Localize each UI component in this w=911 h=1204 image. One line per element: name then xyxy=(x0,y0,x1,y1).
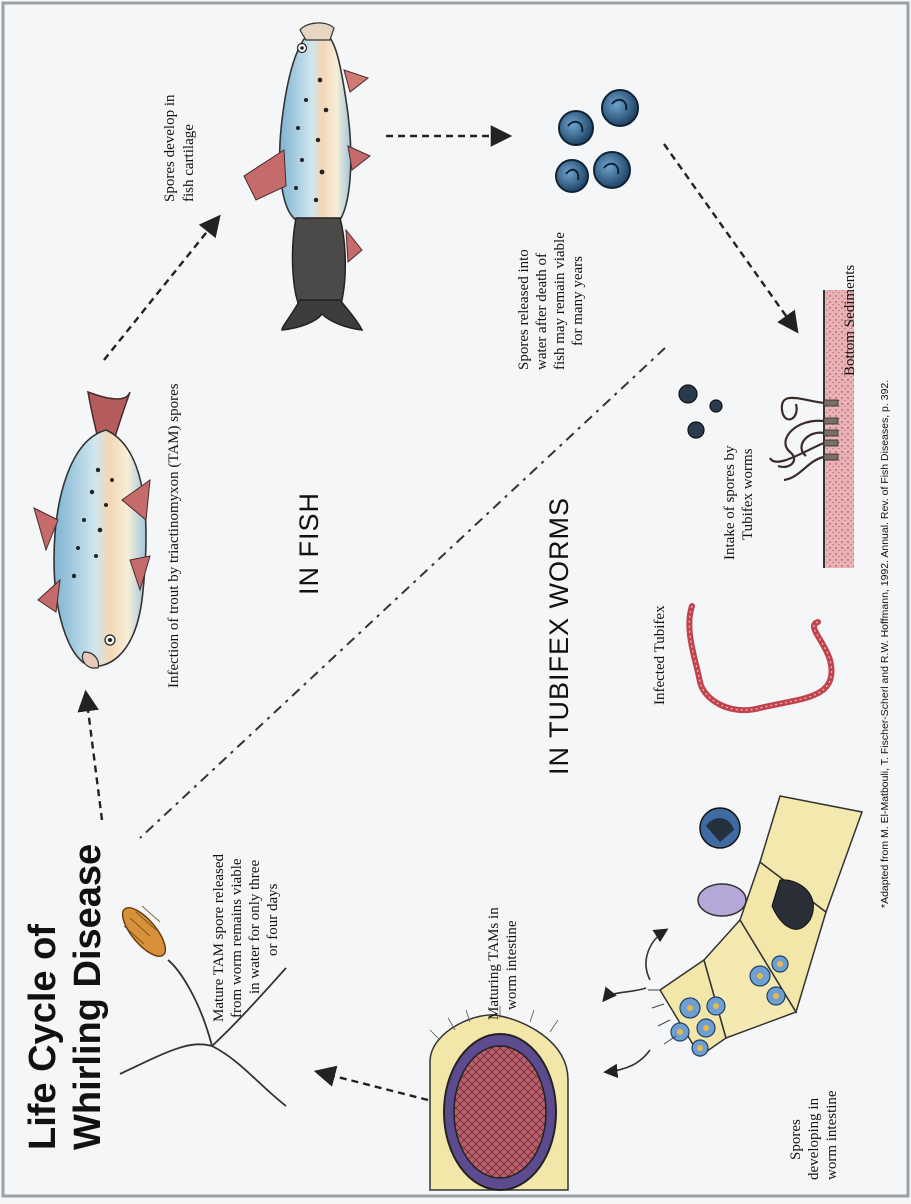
svg-text:Mature TAM spore released: Mature TAM spore released xyxy=(211,853,227,1022)
title-line-2: Whirling Disease xyxy=(67,844,109,1150)
svg-text:for many years: for many years xyxy=(570,256,586,346)
svg-text:worm intestine: worm intestine xyxy=(504,920,520,1010)
svg-text:Intake of spores by: Intake of spores by xyxy=(722,445,738,560)
region-label-fish: IN FISH xyxy=(294,492,324,595)
svg-text:fish may remain viable: fish may remain viable xyxy=(552,232,568,370)
label-infection: Infection of trout by triactinomyxon (TA… xyxy=(166,383,182,688)
svg-text:Spores released into: Spores released into xyxy=(516,249,532,370)
svg-text:or four days: or four days xyxy=(265,883,281,956)
svg-text:fish cartilage: fish cartilage xyxy=(181,124,197,202)
region-label-worms: IN TUBIFEX WORMS xyxy=(544,497,574,775)
svg-text:Maturing TAMs in: Maturing TAMs in xyxy=(486,907,502,1020)
svg-text:Spores: Spores xyxy=(788,1119,804,1160)
svg-text:from worm remains viable: from worm remains viable xyxy=(229,858,245,1018)
svg-text:worm intestine: worm intestine xyxy=(824,1090,840,1180)
title-line-1: Life Cycle of xyxy=(22,924,64,1150)
svg-text:Spores develop in: Spores develop in xyxy=(162,94,178,202)
svg-text:in water for only three: in water for only three xyxy=(247,860,263,994)
label-bottom-sediments: Bottom Sediments xyxy=(842,265,858,376)
svg-text:Tubifex worms: Tubifex worms xyxy=(740,448,756,540)
label-infected-tubifex: Infected Tubifex xyxy=(652,605,668,705)
svg-text:water after death of: water after death of xyxy=(534,253,550,370)
citation: *Adapted from M. El-Matbouli, T. Fischer… xyxy=(879,380,891,908)
svg-text:developing in: developing in xyxy=(806,1097,822,1180)
